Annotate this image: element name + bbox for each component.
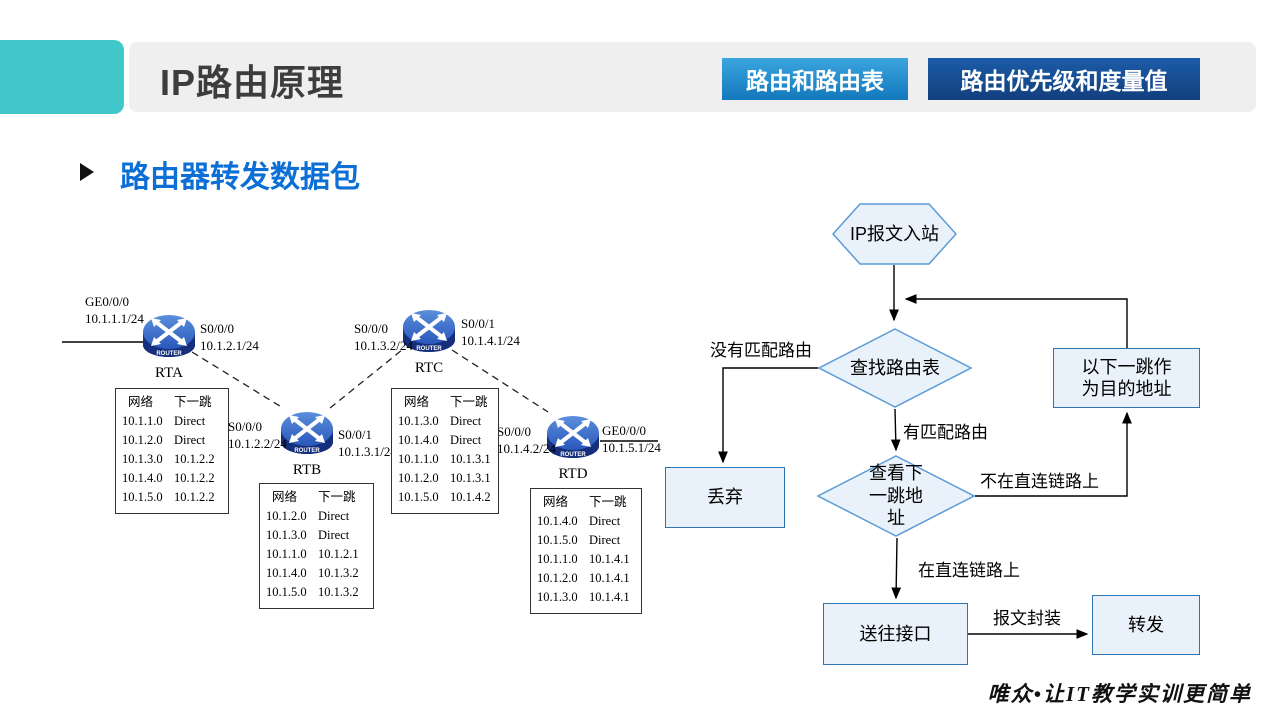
flow-start-hexagon: IP报文入站 [832,203,957,265]
router-icon-label: ROUTER [560,452,586,458]
tab-routing-table[interactable]: 路由和路由表 [722,58,908,100]
router-rta: ROUTER RTA [142,307,196,382]
router-name: RTC [414,360,444,376]
flow-use-nexthop-box: 以下一跳作为目的地址 [1053,348,1200,408]
flow-send-interface-box: 送往接口 [823,603,968,665]
routing-table-header: 网络下一跳 [272,490,356,504]
watermark: 唯众•让IT教学实训更简单 [987,682,1252,706]
router-name: RTD [558,466,588,482]
router-icon-label: ROUTER [156,351,182,357]
router-icon: ROUTER [547,416,599,458]
routing-table-header: 网络下一跳 [128,395,212,409]
flow-decision-nexthop: 查看下一跳地址 [817,455,975,537]
flow-discard-box: 丢弃 [665,467,785,528]
flow-decision-lookup: 查找路由表 [818,328,972,408]
edge-label-encapsulate: 报文封装 [993,609,1061,628]
router-rtd: ROUTER RTD [546,408,600,483]
edge-label-match: 有匹配路由 [903,423,988,442]
routing-table-header: 网络下一跳 [543,495,627,509]
tab-priority-metric[interactable]: 路由优先级和度量值 [928,58,1200,100]
edge-label-not-on-link: 不在直连链路上 [980,472,1099,491]
router-icon: ROUTER [403,310,455,352]
router-name: RTB [292,462,322,478]
iface-rtd-ge: GE0/0/0 10.1.5.1/24 [602,423,661,456]
edge-label-on-link: 在直连链路上 [918,561,1020,580]
iface-rtc-s0: S0/0/0 10.1.3.2/24 [354,321,413,354]
router-icon: ROUTER [281,412,333,454]
edge-label-no-match: 没有匹配路由 [710,341,812,360]
iface-rtb-s0: S0/0/0 10.1.2.2/24 [228,419,287,452]
router-rtb: ROUTER RTB [280,404,334,479]
triangle-bullet-icon [80,163,94,181]
iface-rtb-s1: S0/0/1 10.1.3.1/24 [338,427,397,460]
iface-rta-s0: S0/0/0 10.1.2.1/24 [200,321,259,354]
router-name: RTA [155,365,183,381]
accent-block [0,40,124,114]
iface-rta-ge: GE0/0/0 10.1.1.1/24 [85,294,144,327]
router-rtc: ROUTER RTC [402,302,456,377]
iface-rtd-s0: S0/0/0 10.1.4.2/24 [497,424,556,457]
router-icon-label: ROUTER [294,448,320,454]
iface-rtc-s1: S0/0/1 10.1.4.1/24 [461,316,520,349]
section-title: 路由器转发数据包 [120,161,360,194]
router-icon: ROUTER [143,315,195,357]
router-icon-label: ROUTER [416,346,442,352]
routing-table-header: 网络下一跳 [404,395,488,409]
page-title: IP路由原理 [160,62,345,103]
flow-forward-box: 转发 [1092,595,1200,655]
